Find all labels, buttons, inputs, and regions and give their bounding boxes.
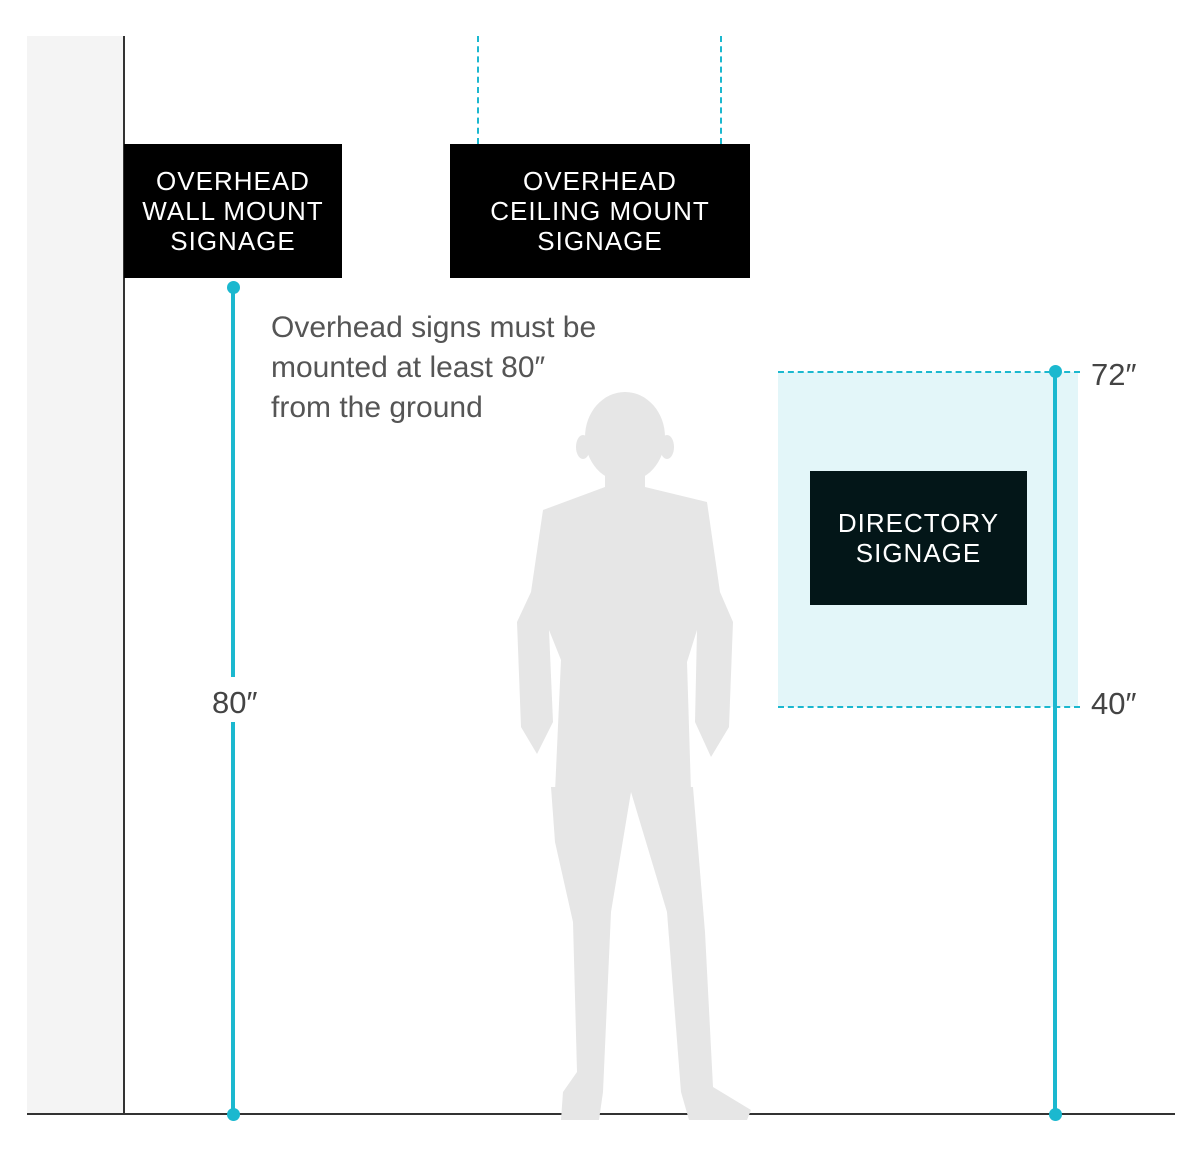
directory-height-bottom-dot: [1049, 1108, 1062, 1121]
wall-mount-sign: OVERHEAD WALL MOUNT SIGNAGE: [124, 144, 342, 278]
overhead-height-line: [231, 287, 235, 677]
wall: [27, 36, 125, 1114]
directory-height-top-dot: [1049, 365, 1062, 378]
directory-top-label: 72″: [1091, 357, 1137, 392]
directory-height-line: [1053, 372, 1057, 1114]
person-silhouette-icon: [517, 392, 751, 1120]
directory-top-guide: [778, 371, 1080, 373]
directory-bottom-label: 40″: [1091, 686, 1137, 721]
ceiling-wire-right: [720, 36, 722, 144]
overhead-height-top-dot: [227, 281, 240, 294]
overhead-note: Overhead signs must be mounted at least …: [271, 311, 597, 424]
directory-bottom-guide: [778, 706, 1080, 708]
overhead-height-bottom-dot: [227, 1108, 240, 1121]
directory-sign: DIRECTORY SIGNAGE: [810, 471, 1027, 605]
overhead-height-label: 80″: [212, 685, 258, 720]
ceiling-mount-sign: OVERHEAD CEILING MOUNT SIGNAGE: [450, 144, 750, 278]
overhead-height-line-lower: [231, 722, 235, 1114]
ceiling-wire-left: [477, 36, 479, 144]
floor-line: [27, 1113, 1175, 1115]
